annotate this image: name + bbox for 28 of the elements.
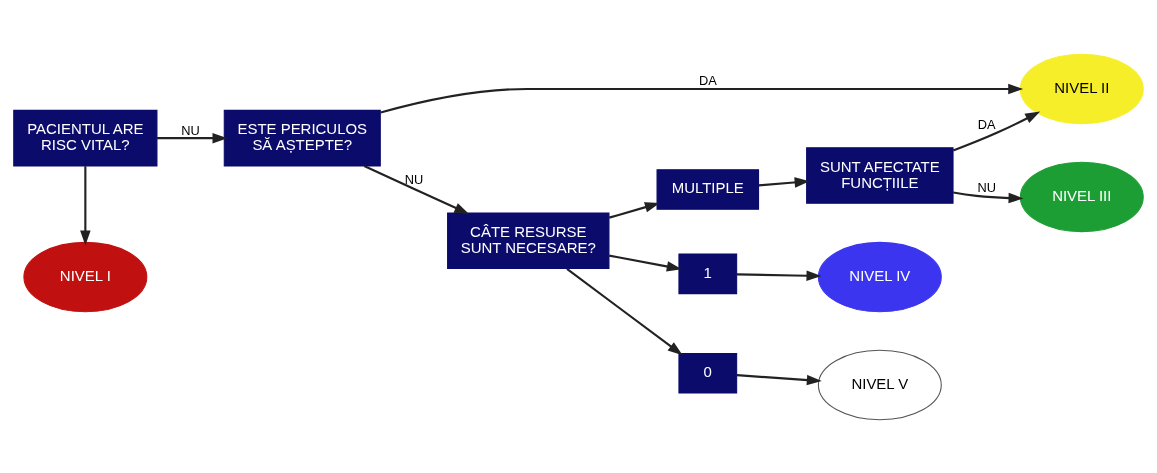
- arrow: [758, 176, 810, 188]
- arrow: [608, 201, 660, 219]
- node-box: ESTE PERICULOS SĂ AȘTEPTE?: [223, 109, 381, 166]
- edge-label: DA: [698, 72, 717, 88]
- node-box: 0: [678, 352, 738, 394]
- node-box: MULTIPLE: [656, 168, 760, 210]
- node-ellipse: NIVEL IV: [817, 241, 942, 312]
- arrow: [736, 373, 822, 385]
- node-ellipse: NIVEL I: [23, 241, 148, 312]
- arrow: [952, 111, 1041, 152]
- arrow: [80, 165, 91, 246]
- node-box: PACIENTUL ARE RISC VITAL?: [13, 109, 158, 166]
- node-box: SUNT AFECTATE FUNCȚIILE: [806, 146, 954, 204]
- arrow: [157, 132, 228, 143]
- arrow: [363, 164, 470, 214]
- arrow: [736, 269, 822, 281]
- node-box: 1: [678, 253, 738, 294]
- arrow: [566, 267, 683, 355]
- node-box: CÂTE RESURSE SUNT NECESARE?: [447, 211, 610, 269]
- edge-label: DA: [977, 116, 996, 132]
- arrow: [953, 190, 1024, 203]
- node-ellipse: NIVEL V: [817, 349, 942, 420]
- node-ellipse: NIVEL III: [1019, 161, 1144, 232]
- arrow: [609, 254, 682, 272]
- edge-label: NU: [404, 171, 424, 187]
- arrow: [380, 83, 1024, 114]
- edge-label: NU: [181, 122, 200, 138]
- edge-label: NU: [977, 179, 996, 195]
